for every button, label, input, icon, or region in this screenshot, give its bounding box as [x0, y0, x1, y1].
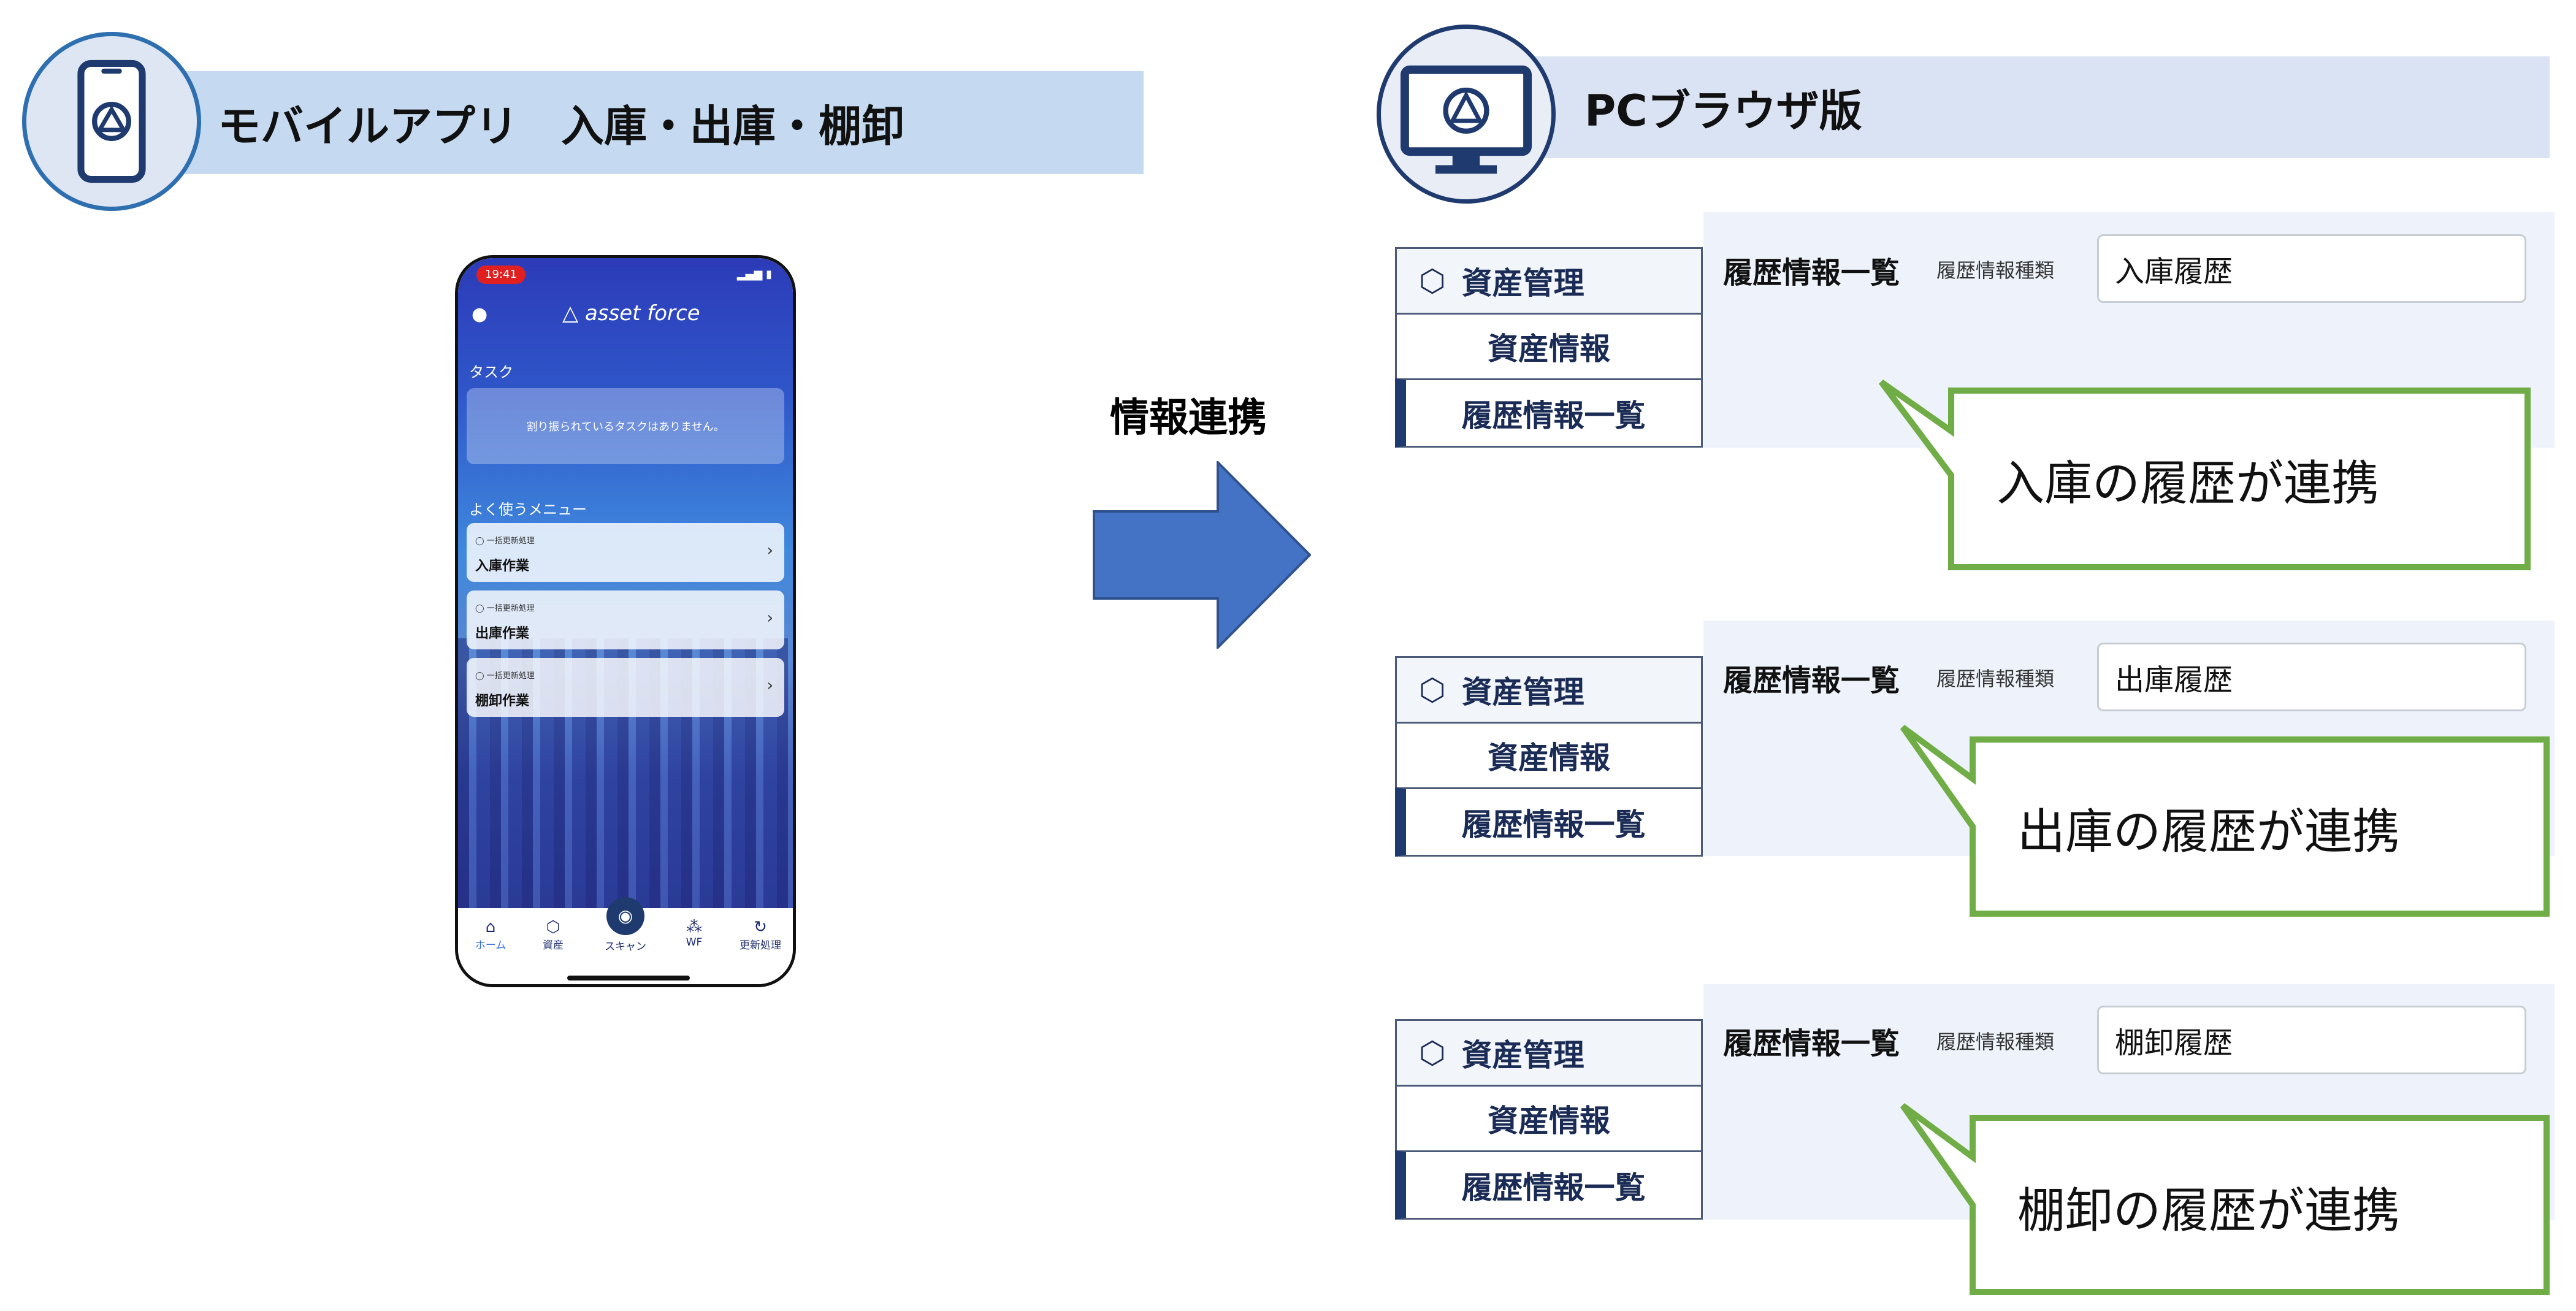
logo-mark-icon: △: [562, 301, 579, 326]
menu-item-small: 一括更新処理: [486, 604, 535, 613]
callout-text: 入庫の履歴が連携: [1997, 456, 2380, 511]
app-name: asset force: [584, 301, 700, 326]
tab-assets[interactable]: ⬡ 資産: [526, 918, 581, 952]
menu-item-small: 一括更新処理: [486, 537, 535, 546]
mobile-app-icon: [22, 32, 201, 211]
home-indicator: [567, 976, 690, 980]
refresh-icon: ↻: [754, 918, 767, 936]
task-empty-text: 割り振られているタスクはありません。: [526, 421, 725, 434]
menu-item-label: 棚卸作業: [475, 694, 530, 709]
tab-update[interactable]: ↻ 更新処理: [733, 918, 788, 952]
chevron-right-icon: ›: [766, 609, 773, 627]
status-time-badge: 19:41: [476, 266, 526, 284]
history-list-title: 履歴情報一覧: [1723, 256, 1900, 290]
history-type-select[interactable]: 出庫履歴: [2097, 643, 2526, 711]
history-type-label: 履歴情報種類: [1936, 667, 2055, 690]
sidebar-item-label: 資産管理: [1461, 675, 1584, 710]
pc-header-title: PCブラウザ版: [1584, 85, 1862, 136]
callout-box: [1900, 1103, 2550, 1295]
box-icon: ⬡: [1419, 263, 1446, 299]
sidebar-item-label: 資産管理: [1461, 1038, 1584, 1073]
tab-scan-label: スキャン: [605, 941, 646, 953]
flow-label: 情報連携: [1110, 396, 1267, 441]
menu-item-inventory[interactable]: ◯ 一括更新処理 棚卸作業 ›: [467, 658, 784, 717]
history-type-value: 出庫履歴: [2115, 663, 2233, 697]
sidebar-item-asset-info[interactable]: 資産情報: [1395, 1085, 1703, 1152]
sidebar-item-asset-management[interactable]: ⬡ 資産管理: [1395, 247, 1703, 315]
box-icon: ⬡: [1419, 1035, 1446, 1071]
pc-header-bar: PCブラウザ版: [1533, 56, 2550, 158]
menu-item-in[interactable]: ◯ 一括更新処理 入庫作業 ›: [467, 523, 784, 582]
clock-icon: ◯: [475, 604, 487, 613]
sidebar-item-label: 履歴情報一覧: [1461, 806, 1646, 843]
history-type-select[interactable]: 入庫履歴: [2097, 234, 2526, 303]
sidebar-item-history-list[interactable]: 履歴情報一覧: [1395, 787, 1703, 857]
app-logo: △ asset force: [562, 301, 700, 326]
sidebar-item-label: 資産情報: [1488, 740, 1610, 776]
history-type-label: 履歴情報種類: [1936, 259, 2055, 282]
history-list-title: 履歴情報一覧: [1723, 663, 1900, 698]
menu-item-label: 入庫作業: [475, 559, 530, 574]
tab-home[interactable]: ⌂ ホーム: [463, 918, 518, 952]
sidebar-item-asset-info[interactable]: 資産情報: [1395, 722, 1703, 789]
callout-box: [1900, 724, 2550, 917]
status-time: 19:41: [485, 268, 517, 281]
status-icons: ▂▄▆ ▮: [736, 268, 772, 281]
tab-wf[interactable]: ⁂ WF: [667, 918, 722, 949]
menu-heading: よく使うメニュー: [469, 501, 587, 518]
sidebar-item-label: 履歴情報一覧: [1461, 1169, 1646, 1206]
home-icon: ⌂: [485, 918, 496, 936]
sidebar-item-history-list[interactable]: 履歴情報一覧: [1395, 1150, 1703, 1220]
history-type-value: 棚卸履歴: [2115, 1026, 2233, 1060]
history-list-title: 履歴情報一覧: [1723, 1026, 1900, 1061]
workflow-icon: ⁂: [686, 918, 702, 936]
box-icon: ⬡: [1419, 672, 1446, 708]
tab-scan[interactable]: ◉ スキャン: [598, 897, 653, 971]
sidebar-item-history-list[interactable]: 履歴情報一覧: [1395, 378, 1703, 448]
menu-item-out[interactable]: ◯ 一括更新処理 出庫作業 ›: [467, 591, 784, 649]
chevron-right-icon: ›: [766, 541, 773, 560]
menu-item-label: 出庫作業: [475, 626, 530, 641]
account-icon[interactable]: ●: [472, 304, 488, 325]
tab-bar: ⌂ ホーム ⬡ 資産 ◉ スキャン ⁂ WF ↻ 更新処理: [458, 897, 793, 984]
flow-arrow: [1093, 461, 1311, 649]
phone-mockup: 19:41 ▂▄▆ ▮ ● △ asset force タスク 割り振られている…: [455, 255, 796, 987]
history-type-value: 入庫履歴: [2115, 254, 2233, 289]
tab-update-label: 更新処理: [740, 939, 781, 952]
tab-assets-label: 資産: [543, 939, 564, 952]
clock-icon: ◯: [475, 537, 487, 546]
tab-wf-label: WF: [686, 936, 703, 949]
task-empty-card: 割り振られているタスクはありません。: [467, 388, 784, 464]
mobile-header-bar: モバイルアプリ 入庫・出庫・棚卸: [123, 71, 1144, 174]
sidebar-item-asset-management[interactable]: ⬡ 資産管理: [1395, 1019, 1703, 1087]
mobile-header-title: モバイルアプリ 入庫・出庫・棚卸: [218, 101, 904, 151]
callout-text: 出庫の履歴が連携: [2017, 805, 2401, 860]
sidebar-item-label: 資産情報: [1488, 1103, 1610, 1139]
box-icon: ⬡: [546, 918, 560, 936]
sidebar-item-label: 履歴情報一覧: [1461, 397, 1646, 434]
phone-screen: 19:41 ▂▄▆ ▮ ● △ asset force タスク 割り振られている…: [458, 258, 793, 908]
tab-home-label: ホーム: [475, 939, 506, 952]
sidebar-item-label: 資産情報: [1488, 331, 1610, 367]
history-type-label: 履歴情報種類: [1936, 1030, 2055, 1053]
pc-monitor-icon: [1377, 25, 1556, 204]
history-type-select[interactable]: 棚卸履歴: [2097, 1006, 2526, 1074]
callout-box: [1879, 379, 2531, 570]
camera-icon: ◉: [606, 897, 644, 935]
clock-icon: ◯: [475, 671, 487, 681]
sidebar-item-label: 資産管理: [1461, 266, 1584, 301]
chevron-right-icon: ›: [766, 676, 773, 695]
menu-item-small: 一括更新処理: [486, 671, 535, 681]
sidebar-item-asset-info[interactable]: 資産情報: [1395, 313, 1703, 380]
sidebar-item-asset-management[interactable]: ⬡ 資産管理: [1395, 656, 1703, 724]
task-heading: タスク: [469, 364, 513, 381]
callout-text: 棚卸の履歴が連携: [2017, 1183, 2401, 1239]
